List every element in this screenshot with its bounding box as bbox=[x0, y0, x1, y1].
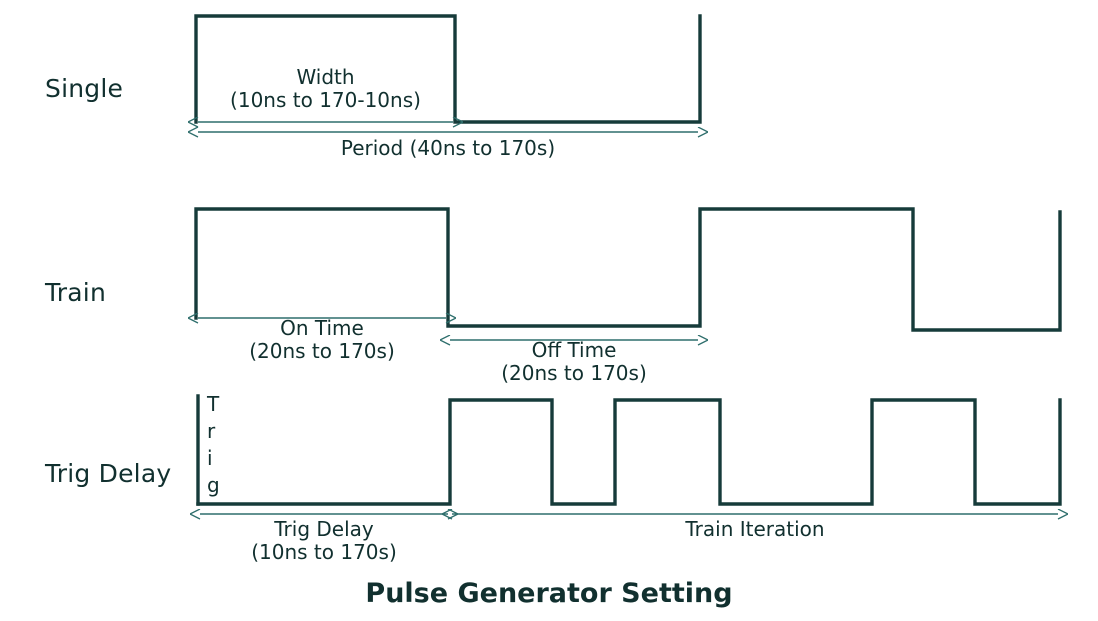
label-trig-delay-range: (10ns to 170s) bbox=[251, 540, 397, 564]
label-width-title: Width bbox=[296, 65, 355, 89]
trig-letter-i: i bbox=[207, 446, 213, 470]
trig-letter-r: r bbox=[207, 419, 216, 443]
label-off-time-range: (20ns to 170s) bbox=[501, 361, 647, 385]
row-label-trig-delay: Trig Delay bbox=[45, 459, 172, 488]
row-label-train: Train bbox=[45, 278, 106, 307]
trig-letter-g: g bbox=[207, 473, 220, 497]
label-on-time-title: On Time bbox=[280, 316, 364, 340]
waveform-single bbox=[194, 14, 702, 124]
label-on-time-range: (20ns to 170s) bbox=[249, 339, 395, 363]
label-on-time: On Time (20ns to 170s) bbox=[196, 317, 448, 363]
row-label-single: Single bbox=[45, 74, 124, 103]
figure-caption: Pulse Generator Setting bbox=[365, 578, 733, 609]
label-train-iteration: Train Iteration bbox=[450, 518, 1060, 541]
waveform-trig-delay bbox=[196, 394, 1062, 506]
label-off-time: Off Time (20ns to 170s) bbox=[448, 339, 700, 385]
label-width-range: (10ns to 170-10ns) bbox=[230, 88, 421, 112]
trig-axis-letters: T r i g bbox=[207, 394, 220, 502]
label-trig-delay-title: Trig Delay bbox=[274, 517, 374, 541]
trig-letter-t: T bbox=[207, 392, 220, 416]
label-trig-delay: Trig Delay (10ns to 170s) bbox=[198, 518, 450, 564]
label-width: Width (10ns to 170-10ns) bbox=[196, 66, 455, 112]
label-period: Period (40ns to 170s) bbox=[196, 137, 700, 160]
label-period-title: Period (40ns to 170s) bbox=[340, 136, 556, 160]
label-off-time-title: Off Time bbox=[531, 338, 617, 362]
label-train-iteration-title: Train Iteration bbox=[685, 517, 825, 541]
waveform-train bbox=[194, 207, 1062, 332]
